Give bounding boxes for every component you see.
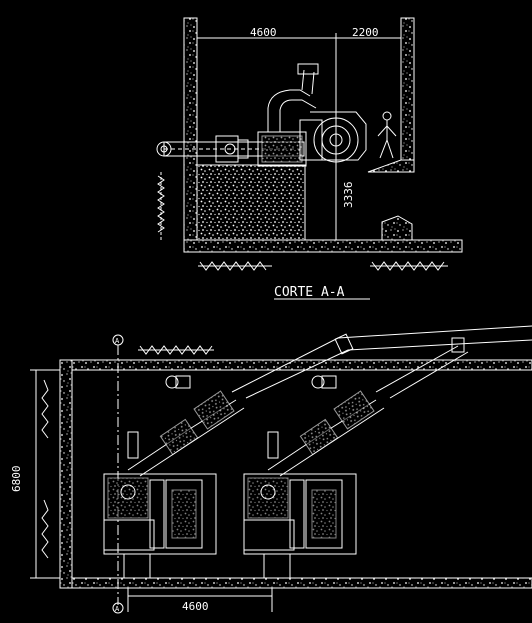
section-title: CORTE A-A <box>274 285 345 300</box>
section-dim-right-label: 2200 <box>352 26 379 39</box>
section-dim-left-label: 4600 <box>250 26 277 39</box>
plan-bottom-wall <box>59 577 532 589</box>
pump-unit-2 <box>243 375 385 578</box>
ground-symbol-left <box>198 261 272 271</box>
section-left-wall <box>183 17 198 251</box>
section-view <box>156 17 463 300</box>
pump-unit-1 <box>103 375 245 578</box>
pump-foundation <box>196 164 306 251</box>
ground-symbol-right <box>370 261 448 271</box>
plan-dim-height-label: 6800 <box>10 466 23 493</box>
plan-left-wall <box>59 359 73 589</box>
section-elbow-pipe <box>267 89 311 132</box>
section-motor <box>257 131 307 167</box>
axis-marker-top-label: A <box>115 337 120 345</box>
section-right-wall <box>400 17 415 173</box>
section-dim-height-label: 3336 <box>342 182 355 209</box>
section-floor-slab <box>183 239 463 253</box>
section-right-fill <box>367 159 415 173</box>
worker-figure <box>377 111 397 159</box>
section-step <box>381 215 413 241</box>
plan-view <box>30 325 532 614</box>
axis-marker-bottom <box>112 602 124 614</box>
plan-dim-spacing-label: 4600 <box>182 600 209 613</box>
pipe-end-circle <box>156 141 172 157</box>
axis-marker-bottom-label: A <box>115 605 120 613</box>
plan-discharge-header <box>231 325 532 393</box>
section-pump-volute <box>313 117 359 163</box>
plan-top-wall <box>59 359 532 371</box>
axis-marker-top <box>112 334 124 346</box>
